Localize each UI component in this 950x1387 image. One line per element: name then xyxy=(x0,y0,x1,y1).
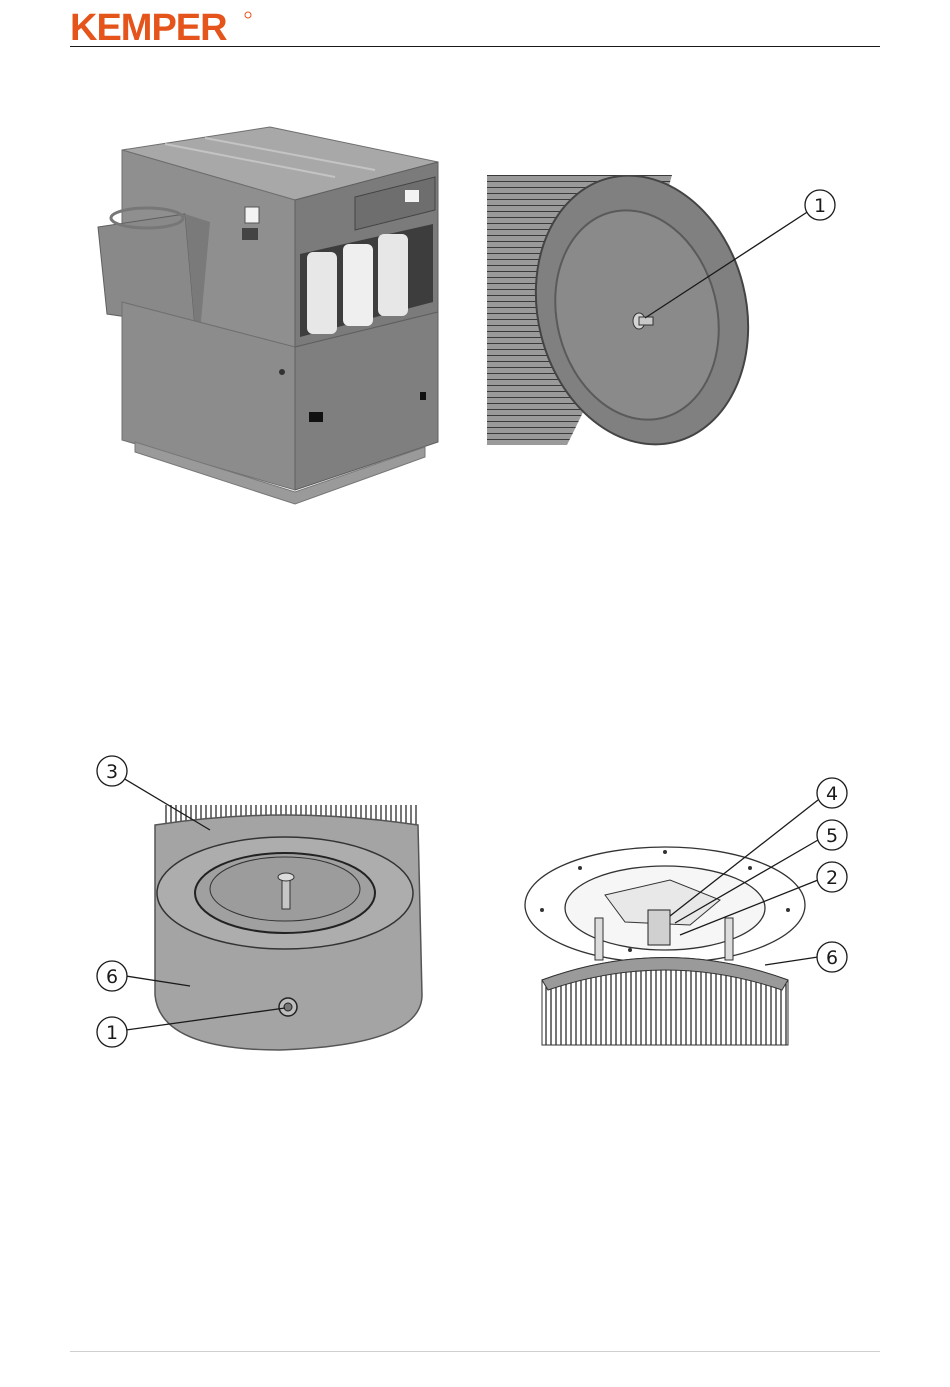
callout-number: 5 xyxy=(826,825,838,847)
footer-rule xyxy=(70,1351,880,1352)
callout-number: 4 xyxy=(826,783,838,805)
callout-label-2: 2 xyxy=(650,860,860,950)
kemper-logo: KEMPER xyxy=(70,6,270,46)
callout-label-1: 1 xyxy=(640,188,860,328)
callout-number: 6 xyxy=(826,947,838,969)
callout-label-6: 6 xyxy=(740,940,860,980)
callout-number: 1 xyxy=(106,1022,118,1044)
logo-text: KEMPER xyxy=(70,7,227,46)
callout-label-1: 1 xyxy=(90,1000,300,1050)
callout-number: 2 xyxy=(826,867,838,889)
callout-number: 6 xyxy=(106,966,118,988)
callout-number: 3 xyxy=(106,761,118,783)
callout-label-6: 6 xyxy=(90,958,210,998)
filter-unit-illustration xyxy=(95,122,445,507)
header-rule xyxy=(70,46,880,47)
callout-number: 1 xyxy=(814,195,826,217)
callout-label-3: 3 xyxy=(90,750,230,840)
